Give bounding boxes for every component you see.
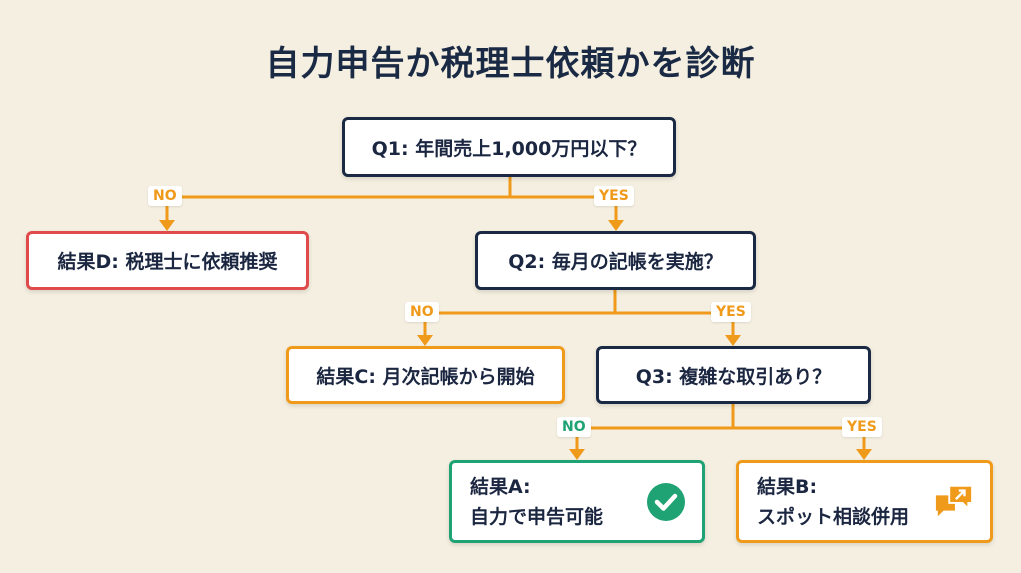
q3-no-label: NO [557, 417, 591, 437]
result-b-title: 結果B: [757, 475, 818, 498]
diagram-title: 自力申告か税理士依頼かを診断 [265, 44, 756, 84]
q1-yes-label: YES [594, 186, 634, 206]
chat-bubbles-icon [934, 482, 974, 522]
q2-yes-label: YES [711, 302, 751, 322]
q3-connector [575, 404, 866, 451]
arrow-to-b [856, 449, 872, 460]
check-circle-icon [646, 482, 686, 522]
q2-no-label: NO [405, 302, 439, 322]
arrow-to-q2 [608, 220, 624, 231]
q2-connector [423, 290, 735, 337]
q1-no-label: NO [148, 186, 182, 206]
arrow-to-a [569, 449, 585, 460]
result-b-node: 結果B: スポット相談併用 [736, 460, 993, 543]
result-d-node: 結果D: 税理士に依頼推奨 [26, 231, 309, 290]
arrow-to-q3 [725, 335, 741, 346]
q3-yes-label: YES [842, 417, 882, 437]
result-b-text: スポット相談併用 [757, 505, 910, 528]
result-a-node: 結果A: 自力で申告可能 [449, 460, 705, 543]
question-1-node: Q1: 年間売上1,000万円以下？ [342, 117, 676, 177]
q1-connector [165, 177, 618, 222]
question-2-node: Q2: 毎月の記帳を実施？ [475, 231, 756, 290]
result-a-text: 自力で申告可能 [470, 505, 604, 528]
arrow-to-c [417, 335, 433, 346]
arrow-to-d [159, 220, 175, 231]
result-c-node: 結果C: 月次記帳から開始 [286, 346, 565, 404]
question-3-node: Q3: 複雑な取引あり？ [596, 346, 871, 404]
result-a-title: 結果A: [470, 475, 531, 498]
